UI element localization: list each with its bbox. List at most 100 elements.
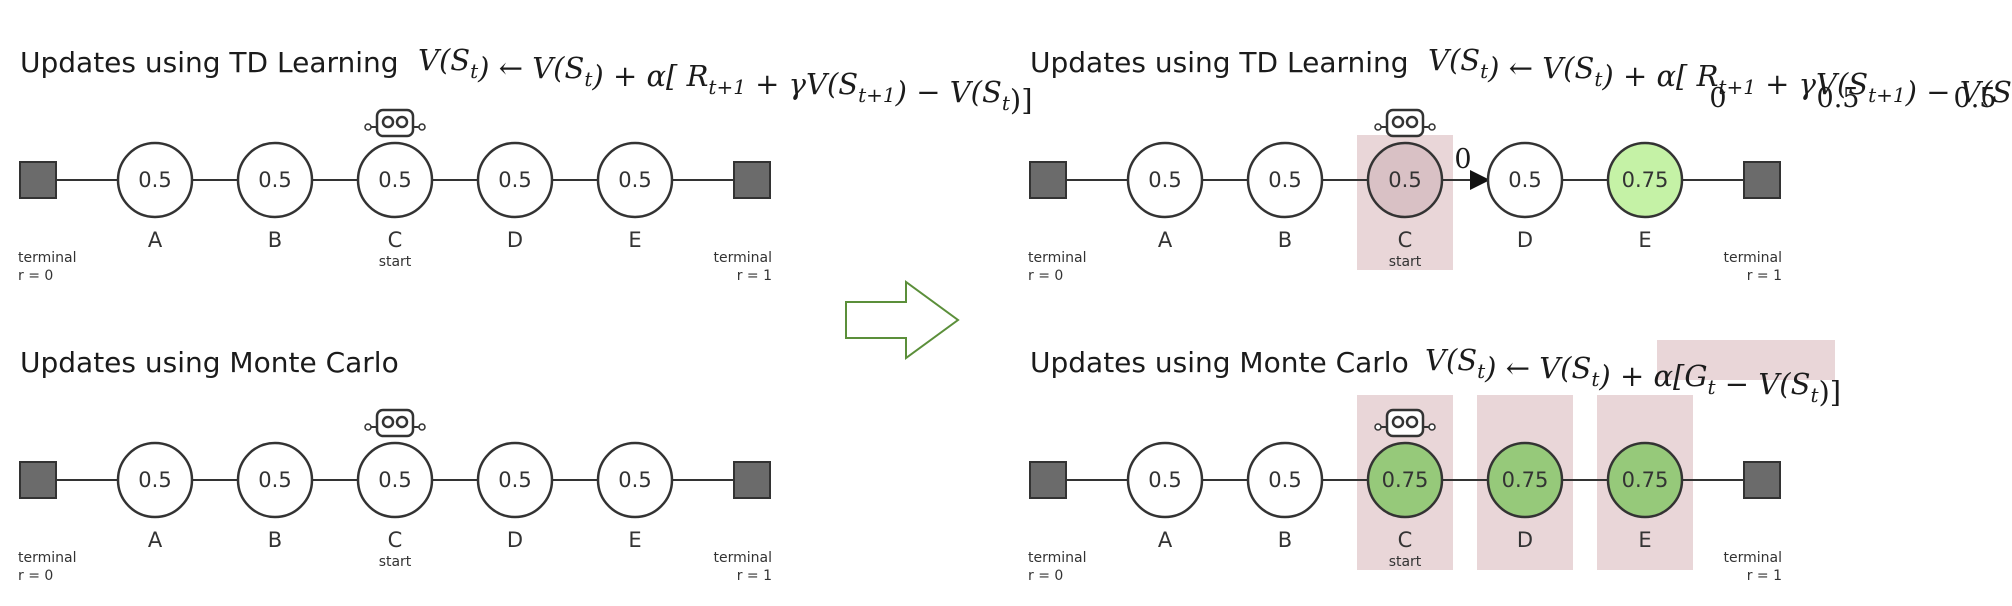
terminal-left-label: terminal (1028, 250, 1086, 266)
node-letter: D (1517, 228, 1533, 252)
node-letter: B (1278, 228, 1292, 252)
terminal-left (1029, 461, 1067, 499)
state-node-b (1246, 141, 1324, 219)
state-node-c (356, 441, 434, 519)
node-value: 0.5 (498, 168, 531, 192)
state-node-b (236, 141, 314, 219)
node-letter: C (1398, 528, 1413, 552)
terminal-left (19, 161, 57, 199)
terminal-left-reward: r = 0 (18, 568, 53, 584)
panel-title: Updates using Monte Carlo (1030, 346, 1409, 379)
state-node-e (596, 441, 674, 519)
state-node-a (1126, 141, 1204, 219)
panel-title: Updates using Monte Carlo (20, 346, 399, 379)
node-letter: A (148, 528, 163, 552)
state-node-b (236, 441, 314, 519)
terminal-right (1743, 461, 1781, 499)
node-sublabel: start (1389, 254, 1422, 270)
node-value: 0.5 (1508, 168, 1541, 192)
robot-icon (1374, 408, 1436, 438)
terminal-left-label: terminal (18, 250, 76, 266)
td-update-formula: V(St) ← V(St) + α[ Rt+1 + γV(St+1) − V(S… (418, 43, 1033, 117)
node-value: 0.5 (378, 168, 411, 192)
node-letter: E (1638, 528, 1651, 552)
node-value: 0.5 (1268, 168, 1301, 192)
terminal-right-label: terminal (714, 550, 772, 566)
node-letter: A (1158, 228, 1173, 252)
terminal-right (1743, 161, 1781, 199)
node-letter: C (1398, 228, 1413, 252)
terminal-right-label: terminal (714, 250, 772, 266)
node-sublabel: start (379, 254, 412, 270)
state-node-c (356, 141, 434, 219)
panel-mc-after: Updates using Monte Carlo V(St) ← V(St) +… (1028, 340, 1841, 584)
node-letter: C (388, 528, 403, 552)
node-value: 0.5 (1148, 168, 1181, 192)
terminal-right-label: terminal (1724, 250, 1782, 266)
panel-title: Updates using TD Learning (1030, 46, 1409, 79)
state-node-a (1126, 441, 1204, 519)
node-value: 0.5 (1388, 168, 1421, 192)
state-node-d (1486, 441, 1564, 519)
panel-title: Updates using TD Learning (20, 46, 399, 79)
terminal-left-reward: r = 0 (1028, 568, 1063, 584)
robot-icon (364, 408, 426, 438)
node-sublabel: start (379, 554, 412, 570)
node-letter: B (268, 228, 282, 252)
node-letter: A (148, 228, 163, 252)
state-node-d (1486, 141, 1564, 219)
node-value: 0.5 (138, 468, 171, 492)
state-node-c (1366, 441, 1444, 519)
node-letter: D (1517, 528, 1533, 552)
terminal-left (1029, 161, 1067, 199)
state-node-a (116, 441, 194, 519)
td-update-formula: V(St) ← V(St) + α[ Rt+1 + γV(St+1) − V(S… (1428, 43, 2012, 117)
terminal-left-label: terminal (18, 550, 76, 566)
state-node-a (116, 141, 194, 219)
node-letter: A (1158, 528, 1173, 552)
node-letter: E (1638, 228, 1651, 252)
node-letter: D (507, 528, 523, 552)
terminal-left (19, 461, 57, 499)
state-node-d (476, 441, 554, 519)
mc-update-formula: V(St) ← V(St) + α[Gt − V(St)] (1425, 343, 1841, 409)
terminal-right-label: terminal (1724, 550, 1782, 566)
terminal-left-reward: r = 0 (1028, 268, 1063, 284)
target-value: 0.5 (1954, 83, 1997, 114)
transition-reward: 0 (1454, 144, 1471, 175)
node-value: 0.5 (618, 468, 651, 492)
terminal-right-reward: r = 1 (1747, 268, 1782, 284)
terminal-right-reward: r = 1 (737, 568, 772, 584)
terminal-right (733, 161, 771, 199)
node-value: 0.5 (258, 168, 291, 192)
node-value: 0.5 (618, 168, 651, 192)
node-letter: E (628, 528, 641, 552)
state-node-e (1606, 441, 1684, 519)
robot-icon (364, 108, 426, 138)
node-sublabel: start (1389, 554, 1422, 570)
panel-mc-before: Updates using Monte Carlo terminal r = 0 te… (18, 346, 772, 584)
terminal-left-reward: r = 0 (18, 268, 53, 284)
state-node-e (596, 141, 674, 219)
state-node-c (1366, 141, 1444, 219)
node-letter: D (507, 228, 523, 252)
node-value: 0.5 (138, 168, 171, 192)
node-value: 0.75 (1502, 468, 1549, 492)
node-value: 0.5 (258, 468, 291, 492)
node-letter: E (628, 228, 641, 252)
node-letter: C (388, 228, 403, 252)
state-node-b (1246, 441, 1324, 519)
node-value: 0.5 (1268, 468, 1301, 492)
state-node-e (1606, 141, 1684, 219)
state-node-d (476, 141, 554, 219)
node-value: 0.5 (498, 468, 531, 492)
panel-td-before: Updates using TD Learning V(St) ← V(St) +… (18, 43, 1033, 284)
node-value: 0.75 (1622, 468, 1669, 492)
node-value: 0.75 (1382, 468, 1429, 492)
right-arrow-icon (845, 280, 960, 360)
node-letter: B (268, 528, 282, 552)
target-value: 0.5 (1817, 83, 1860, 114)
formula-highlight (1657, 340, 1835, 380)
node-value: 0.5 (1148, 468, 1181, 492)
